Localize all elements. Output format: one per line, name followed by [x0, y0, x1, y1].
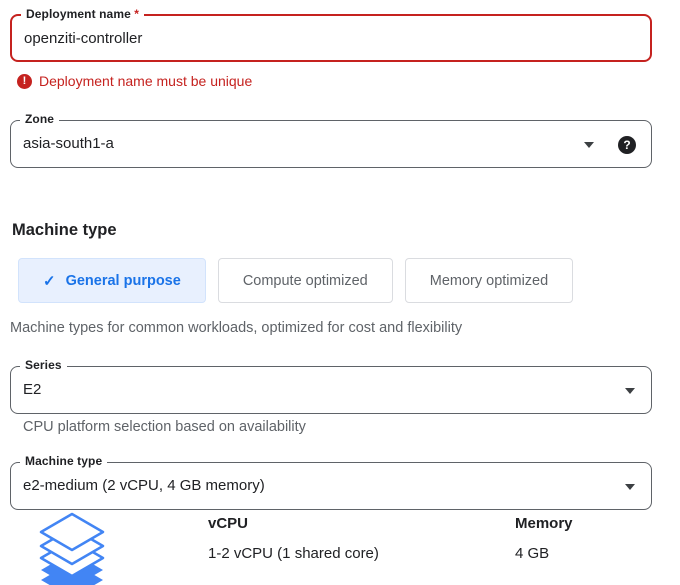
tab-label: Memory optimized: [429, 272, 549, 289]
memory-spec: Memory 4 GB: [515, 514, 573, 564]
deployment-name-error: ! Deployment name must be unique: [17, 73, 252, 89]
memory-header: Memory: [515, 515, 573, 532]
tab-label: General purpose: [65, 272, 181, 289]
series-label: Series: [20, 358, 67, 372]
error-message-text: Deployment name must be unique: [39, 73, 253, 89]
memory-value: 4 GB: [515, 545, 550, 562]
chevron-down-icon[interactable]: [625, 484, 635, 490]
deployment-name-input[interactable]: [12, 16, 650, 60]
error-icon: !: [17, 73, 32, 89]
series-value: E2: [23, 381, 42, 398]
machine-family-tabs: ✓ General purpose Compute optimized Memo…: [18, 258, 574, 303]
cpu-platform-helper: CPU platform selection based on availabi…: [23, 419, 306, 435]
deployment-name-field: Deployment name *: [10, 7, 652, 62]
chevron-down-icon[interactable]: [584, 142, 594, 148]
required-asterisk: *: [134, 7, 140, 21]
machine-layers-icon: [38, 512, 106, 585]
tab-memory-optimized[interactable]: Memory optimized: [404, 258, 574, 303]
zone-field[interactable]: Zone asia-south1-a ?: [10, 112, 652, 168]
machine-type-value: e2-medium (2 vCPU, 4 GB memory): [23, 477, 265, 494]
zone-value: asia-south1-a: [23, 135, 114, 152]
zone-label: Zone: [20, 112, 60, 126]
vcpu-value: 1-2 vCPU (1 shared core): [208, 545, 379, 562]
vcpu-spec: vCPU 1-2 vCPU (1 shared core): [208, 514, 379, 564]
vcpu-header: vCPU: [208, 515, 249, 532]
tab-compute-optimized[interactable]: Compute optimized: [217, 258, 393, 303]
tab-general-purpose[interactable]: ✓ General purpose: [18, 258, 206, 303]
help-icon[interactable]: ?: [618, 136, 636, 154]
tab-label: Compute optimized: [242, 272, 368, 289]
machine-family-description: Machine types for common workloads, opti…: [10, 320, 463, 336]
check-icon: ✓: [43, 272, 56, 290]
chevron-down-icon[interactable]: [625, 388, 635, 394]
series-field[interactable]: Series E2: [10, 358, 652, 414]
machine-type-field[interactable]: Machine type e2-medium (2 vCPU, 4 GB mem…: [10, 454, 652, 510]
machine-type-heading: Machine type: [12, 221, 117, 239]
machine-type-label: Machine type: [20, 454, 108, 468]
